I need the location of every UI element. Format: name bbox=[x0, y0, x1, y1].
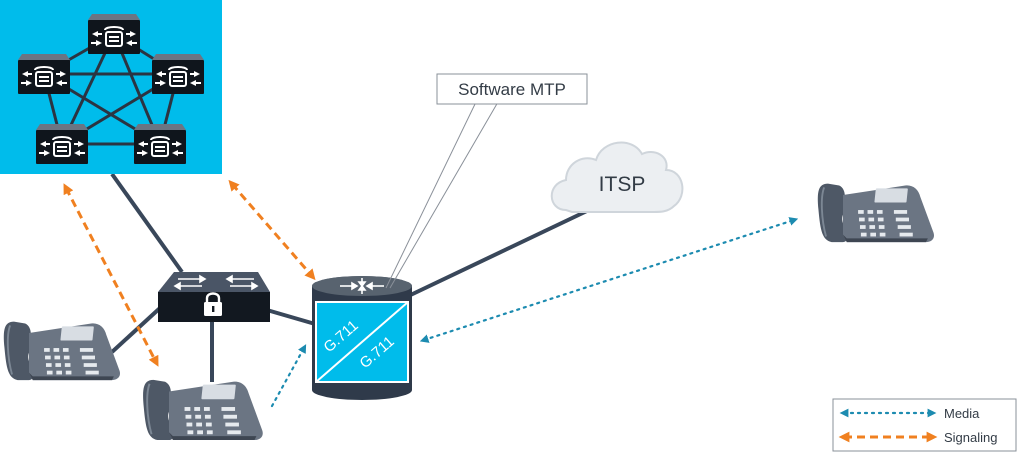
link-switch-router bbox=[259, 306, 323, 328]
call-manager-icon[interactable] bbox=[88, 14, 140, 54]
router-icon[interactable]: G.711 G.711 bbox=[312, 276, 412, 400]
legend-signaling-label: Signaling bbox=[944, 430, 998, 445]
legend-media-label: Media bbox=[944, 406, 980, 421]
call-manager-icon[interactable] bbox=[18, 54, 70, 94]
cloud-icon: ITSP bbox=[550, 141, 684, 213]
ip-phone-icon[interactable] bbox=[142, 378, 264, 442]
software-mtp-callout: Software MTP bbox=[385, 73, 588, 289]
link-cluster-switch bbox=[110, 172, 184, 274]
callout-label: Software MTP bbox=[458, 80, 566, 99]
cloud-label: ITSP bbox=[599, 173, 646, 196]
signaling-path-cluster-router bbox=[228, 179, 316, 281]
callout-box bbox=[436, 73, 588, 105]
signaling-paths bbox=[63, 179, 316, 367]
ip-phone-icon[interactable] bbox=[816, 182, 935, 244]
ip-phone-icon[interactable] bbox=[2, 320, 121, 382]
call-manager-cluster bbox=[0, 0, 222, 174]
switch-lock-icon[interactable] bbox=[158, 272, 270, 322]
lock-icon bbox=[204, 292, 222, 316]
call-manager-icon[interactable] bbox=[134, 124, 186, 164]
call-manager-icon[interactable] bbox=[36, 124, 88, 164]
call-manager-icon[interactable] bbox=[152, 54, 204, 94]
signaling-path-cluster-phone bbox=[63, 183, 159, 367]
link-router-cloud bbox=[399, 198, 611, 302]
media-path-router-phone-right bbox=[419, 217, 799, 343]
media-path-phone-router bbox=[270, 344, 307, 408]
link-switch-phone-left bbox=[110, 306, 162, 354]
media-paths bbox=[270, 217, 799, 408]
legend: Media Signaling bbox=[832, 398, 1017, 452]
